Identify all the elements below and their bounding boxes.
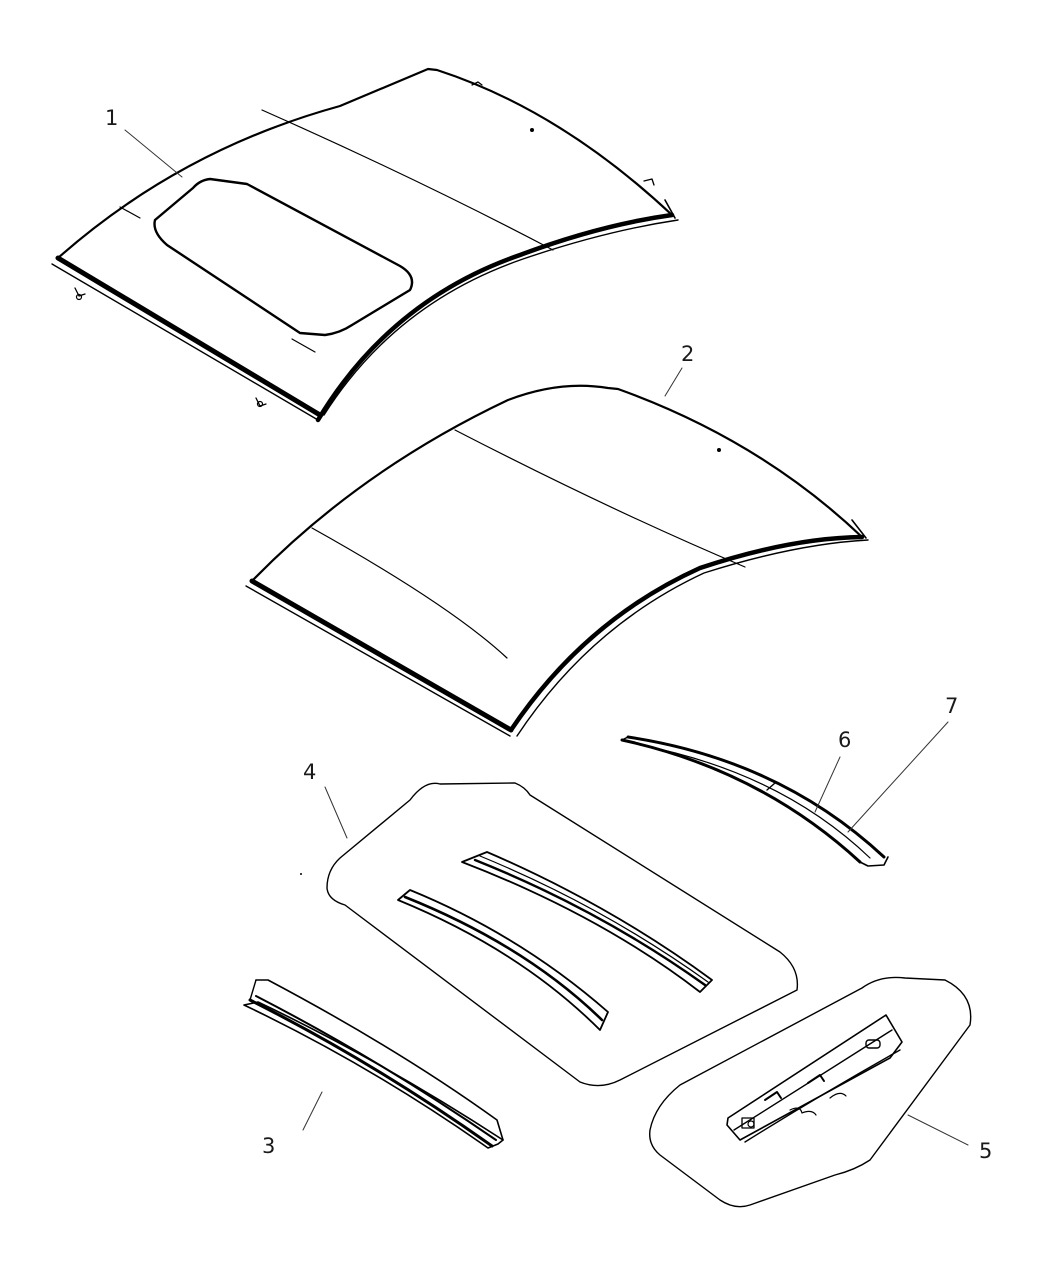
callout-3: 3 [262, 1134, 276, 1158]
part-6-7-side-rail [620, 735, 889, 867]
part-1-roof-panel-sunroof [51, 67, 679, 423]
callout-6: 6 [838, 728, 852, 752]
callout-2: 2 [681, 342, 695, 366]
part-3-front-bow [243, 979, 504, 1149]
callout-4: 4 [303, 760, 317, 784]
part-2-roof-panel [245, 384, 869, 737]
callout-5: 5 [979, 1139, 993, 1163]
part-5-rear-header [649, 976, 972, 1208]
callout-1: 1 [105, 106, 119, 130]
callout-7: 7 [945, 694, 959, 718]
part-4-roof-bows [300, 782, 799, 1087]
leader-lines [124, 129, 969, 1146]
